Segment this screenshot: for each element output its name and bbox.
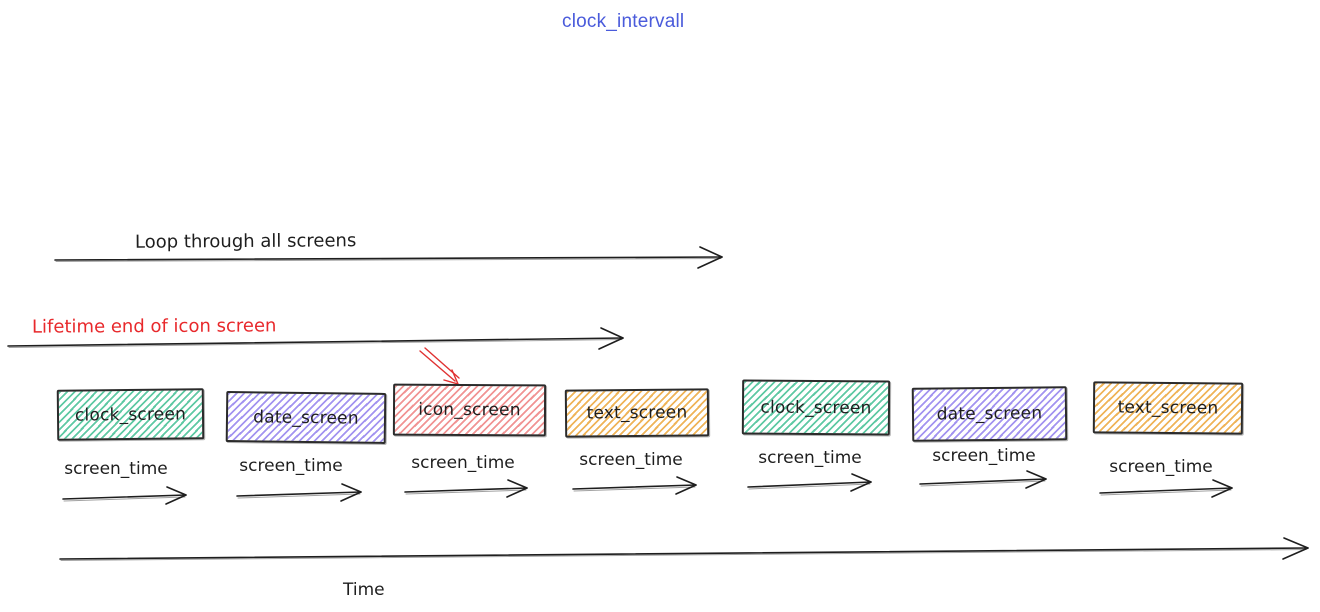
screen-box-date-2: date_screen xyxy=(911,386,1068,442)
screen-box-label: date_screen xyxy=(253,406,359,429)
lifetime-arrow-label: Lifetime end of icon screen xyxy=(31,315,277,338)
screen-box-label: date_screen xyxy=(936,403,1043,425)
time-axis-label: Time xyxy=(343,580,385,600)
screen-time-arrow xyxy=(747,473,872,492)
screen-box-label: clock_screen xyxy=(74,403,187,426)
screen-box-text-2: text_screen xyxy=(1092,381,1244,435)
loop-arrow xyxy=(54,246,723,269)
screen-time-arrow xyxy=(1099,479,1233,498)
time-axis-arrow xyxy=(59,537,1309,561)
screen-time-label: screen_time xyxy=(1109,457,1213,477)
screen-box-label: clock_screen xyxy=(760,397,872,418)
screen-time-arrow xyxy=(404,479,528,498)
screen-box-icon: icon_screen xyxy=(392,383,547,437)
screen-time-label: screen_time xyxy=(579,450,683,470)
screen-box-clock-2: clock_screen xyxy=(741,379,891,436)
lifetime-arrow xyxy=(7,327,624,350)
screen-box-label: text_screen xyxy=(586,402,688,424)
screen-time-arrow xyxy=(919,470,1047,489)
screen-box-label: text_screen xyxy=(1117,397,1219,419)
loop-arrow-label: Loop through all screens xyxy=(134,230,357,253)
screen-time-label: screen_time xyxy=(758,448,862,468)
screen-time-arrow xyxy=(572,476,697,495)
screen-box-label: icon_screen xyxy=(418,399,521,421)
screen-time-arrow xyxy=(236,483,362,502)
screen-time-label: screen_time xyxy=(64,459,168,479)
screen-box-clock-1: clock_screen xyxy=(56,388,205,441)
screen-time-label: screen_time xyxy=(932,446,1036,466)
screen-time-arrow xyxy=(62,486,187,505)
screen-box-text-1: text_screen xyxy=(564,388,710,438)
screen-box-date-1: date_screen xyxy=(225,391,387,444)
screen-time-label: screen_time xyxy=(411,453,515,473)
icon-screen-pointer-arrow xyxy=(419,347,460,385)
diagram-title: clock_intervall xyxy=(562,11,685,32)
screen-time-label: screen_time xyxy=(239,456,343,476)
